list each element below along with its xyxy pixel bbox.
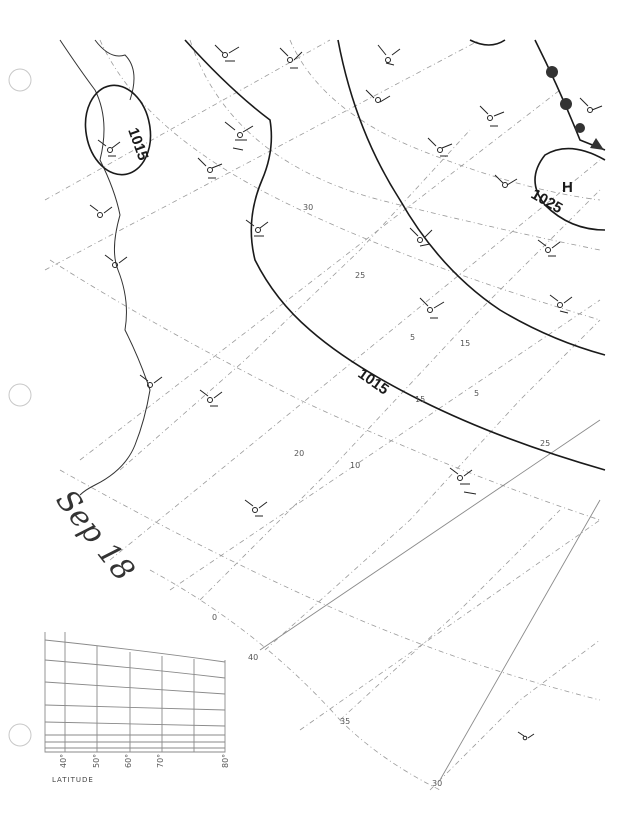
grid-number: 15 (415, 395, 425, 404)
grid-number: 35 (340, 717, 350, 726)
scale-tick-label: 60° (124, 754, 133, 768)
scale-tick-label: 40° (59, 754, 68, 768)
station-plot (104, 254, 128, 268)
frontal-line (534, 39, 606, 151)
station-plot (419, 297, 445, 319)
isobar-label-1025: 1025 (528, 186, 565, 217)
scale-tick-label: 80° (221, 754, 230, 768)
station-plot (537, 239, 561, 257)
grid-number: 10 (350, 461, 360, 470)
station-plot (199, 389, 223, 407)
station-plot (549, 294, 573, 314)
station-plot (89, 204, 113, 218)
station-plot (479, 105, 505, 127)
handwritten-date: Sep 18 (49, 483, 141, 587)
grid-numbers: 30 25 15 5 15 5 10 20 25 0 40 35 30 (212, 203, 550, 788)
station-plot (224, 121, 254, 151)
station-plot (494, 174, 518, 188)
pressure-center-high: H (562, 179, 573, 196)
coast-fragment (94, 39, 135, 101)
station-plot (409, 227, 433, 247)
grid-number: 15 (460, 339, 470, 348)
front-pips (546, 66, 604, 150)
isobar-1015-main (184, 39, 606, 471)
scale-tick-label: 50° (92, 754, 101, 768)
scale-tick-label: 70° (156, 754, 165, 768)
station-plot (197, 157, 223, 179)
station-plot (377, 44, 401, 66)
isobar-label-1015-low: 1015 (124, 126, 151, 163)
grid-number: 25 (355, 271, 365, 280)
isobar-label-1015: 1015 (355, 365, 392, 398)
grid-number: 30 (303, 203, 313, 212)
station-plot (139, 374, 163, 388)
grid-number: 0 (212, 613, 217, 622)
station-plot (279, 47, 303, 69)
binder-hole-bottom (8, 723, 32, 747)
scale-title: LATITUDE (52, 776, 94, 784)
station-plot (449, 467, 477, 495)
station-plot (427, 137, 453, 157)
station-plot (245, 219, 269, 237)
coastline (59, 39, 151, 496)
station-observations (89, 44, 603, 741)
binder-hole-middle (8, 383, 32, 407)
station-plot (517, 731, 535, 741)
latitude-scale: 40° 50° 60° 70° 80° LATITUDE (44, 632, 230, 784)
station-plot (214, 44, 240, 62)
longitude-grid (44, 39, 601, 791)
station-plot (244, 499, 268, 517)
grid-number: 20 (294, 449, 304, 458)
isobar-1020 (337, 39, 606, 356)
isobar-1015-closed (84, 84, 152, 176)
grid-number: 30 (432, 779, 442, 788)
grid-number: 25 (540, 439, 550, 448)
station-plot (365, 89, 391, 103)
isobar-top-right (469, 39, 506, 46)
grid-number: 5 (474, 389, 479, 398)
station-plot (97, 139, 121, 157)
grid-number: 5 (410, 333, 415, 342)
isobar-1025 (534, 147, 606, 231)
station-plot (579, 97, 603, 113)
grid-number: 40 (248, 653, 258, 662)
binder-hole-top (8, 68, 32, 92)
